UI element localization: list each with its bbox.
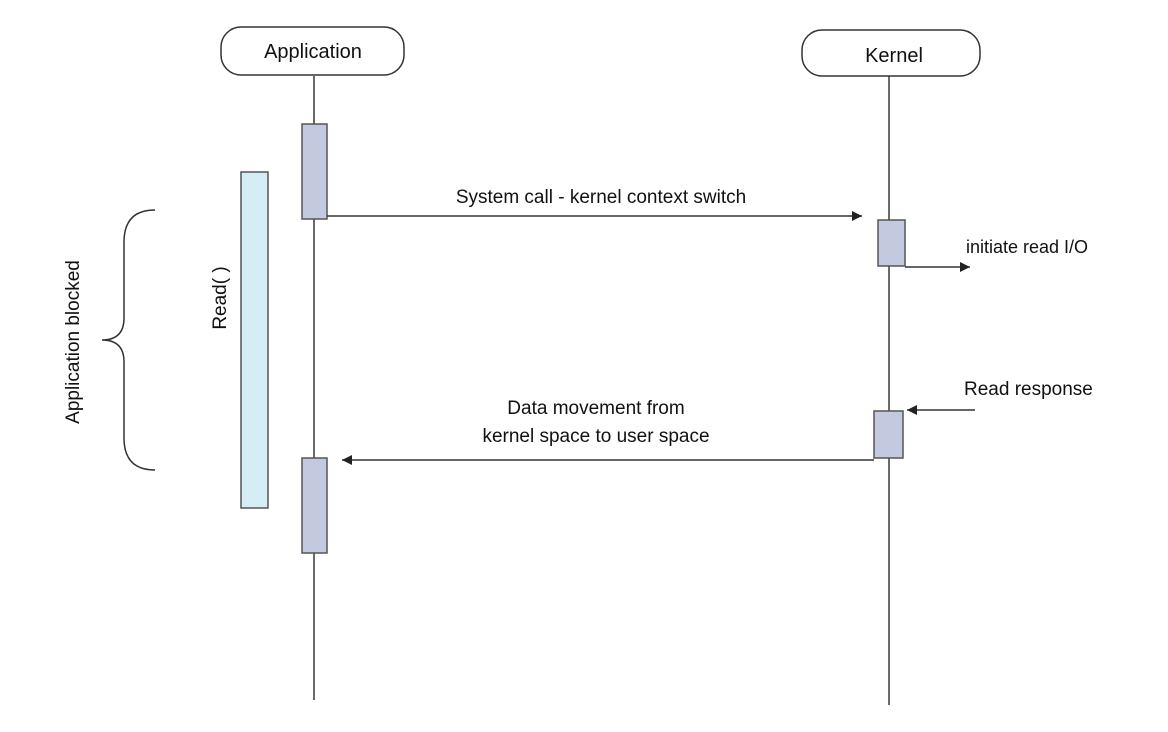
application-activation-2	[301, 457, 328, 554]
blocked-label: Application blocked	[63, 260, 84, 424]
application-participant-label: Application	[264, 41, 362, 63]
kernel-participant-box	[801, 29, 981, 77]
initiate-read-label: initiate read I/O	[966, 237, 1088, 257]
application-participant-box	[220, 26, 405, 76]
blocked-brace	[101, 209, 156, 471]
system-call-label: System call - kernel context switch	[456, 187, 746, 208]
kernel-participant-label: Kernel	[865, 45, 923, 67]
read-call-bar	[240, 171, 269, 509]
kernel-activation-1	[877, 219, 906, 267]
data-movement-label-line1: Data movement from	[507, 398, 684, 419]
read-response-label: Read response	[964, 379, 1093, 400]
kernel-activation-2	[873, 410, 904, 459]
data-movement-label-line2: kernel space to user space	[482, 426, 709, 447]
application-activation-1	[301, 123, 328, 220]
read-call-label: Read( )	[210, 266, 231, 329]
